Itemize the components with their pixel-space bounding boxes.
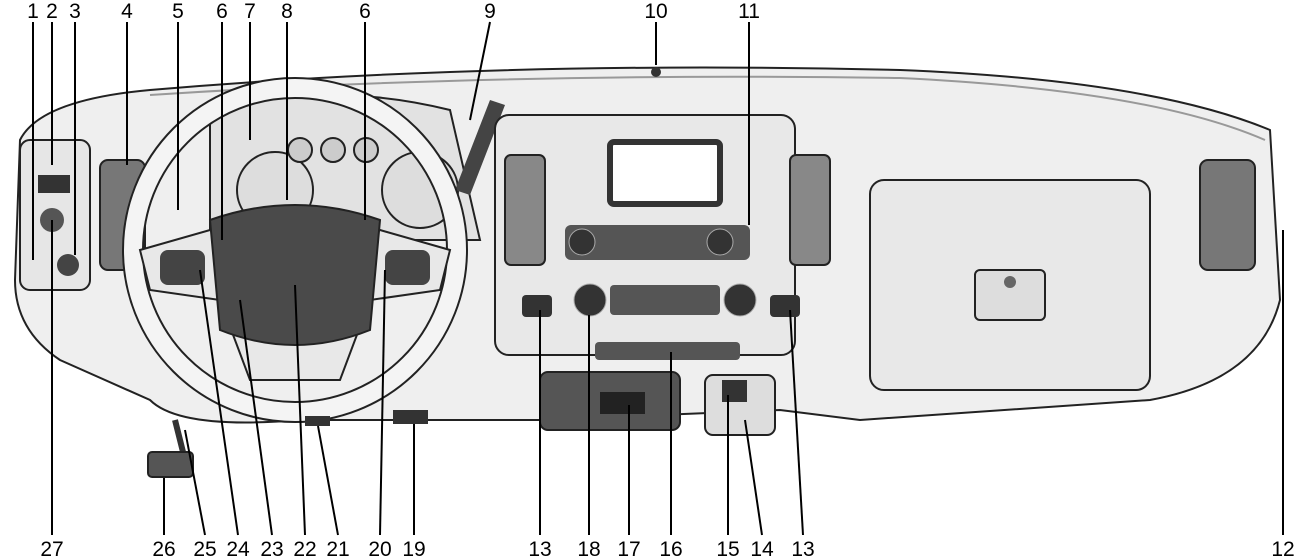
small-gauge — [287, 137, 313, 163]
callout-label: 9 — [484, 0, 496, 23]
callout-label: 12 — [1271, 538, 1294, 560]
right-wheel-controls — [385, 250, 430, 285]
callout-label: 26 — [152, 538, 175, 560]
headlamp-switch — [38, 175, 70, 193]
callout-label: 13 — [791, 538, 814, 560]
hood-release — [393, 410, 428, 424]
callout-label: 6 — [216, 0, 228, 23]
glove-box-handle — [974, 269, 1046, 321]
top-callouts: 1 2 3 4 5 6 7 8 6 9 10 11 — [27, 0, 760, 23]
seat-heat-right — [770, 295, 800, 317]
seat-heat-left — [522, 295, 552, 317]
callout-label: 13 — [528, 538, 551, 560]
trailer-brake-control — [722, 380, 747, 402]
center-vent-left — [504, 154, 546, 266]
right-vent — [1199, 159, 1256, 271]
callout-label: 23 — [260, 538, 283, 560]
callout-label: 6 — [359, 0, 371, 23]
center-vent-right — [789, 154, 831, 266]
small-gauge — [320, 137, 346, 163]
callout-label: 7 — [244, 0, 256, 23]
airbag-hub — [208, 204, 382, 346]
callout-label: 8 — [281, 0, 293, 23]
callout-label: 4 — [121, 0, 133, 23]
brake-pedal — [147, 451, 194, 478]
steering-wheel-rim-inner — [124, 79, 466, 421]
callout-label: 20 — [368, 538, 391, 560]
dashboard-illustration — [13, 66, 1282, 478]
callout-label: 1 — [27, 0, 39, 23]
radio-knob-left — [568, 228, 596, 256]
callout-label: 18 — [577, 538, 600, 560]
callout-label: 25 — [193, 538, 216, 560]
power-outlet — [600, 392, 645, 414]
bottom-callouts: 27 26 25 24 23 22 21 20 19 13 18 17 16 1… — [40, 538, 1294, 560]
hazard-switch-bar — [595, 342, 740, 360]
climate-knob-right — [723, 283, 757, 317]
callout-leaders — [32, 21, 1284, 536]
callout-label: 16 — [659, 538, 682, 560]
radio-controls — [565, 225, 750, 260]
infotainment-screen — [607, 139, 723, 207]
callout-label: 14 — [750, 538, 774, 560]
callout-label: 21 — [326, 538, 349, 560]
parking-brake-release — [305, 416, 330, 426]
callout-label: 3 — [69, 0, 81, 23]
callout-label: 5 — [172, 0, 184, 23]
climate-knob-left — [573, 283, 607, 317]
callout-label: 11 — [738, 0, 760, 23]
radio-knob-right — [706, 228, 734, 256]
climate-controls — [610, 285, 720, 315]
callout-label: 24 — [226, 538, 250, 560]
left-wheel-controls — [160, 250, 205, 285]
left-knob — [57, 254, 79, 276]
callout-label: 15 — [716, 538, 739, 560]
callout-label: 10 — [644, 0, 667, 23]
callout-label: 27 — [40, 538, 63, 560]
callout-label: 17 — [617, 538, 640, 560]
sunload-sensor — [651, 67, 661, 77]
glove-box-lock — [1004, 276, 1016, 288]
turn-signal-lever — [455, 100, 505, 195]
callout-label: 22 — [293, 538, 316, 560]
callout-label: 19 — [402, 538, 425, 560]
callout-label: 2 — [46, 0, 58, 23]
